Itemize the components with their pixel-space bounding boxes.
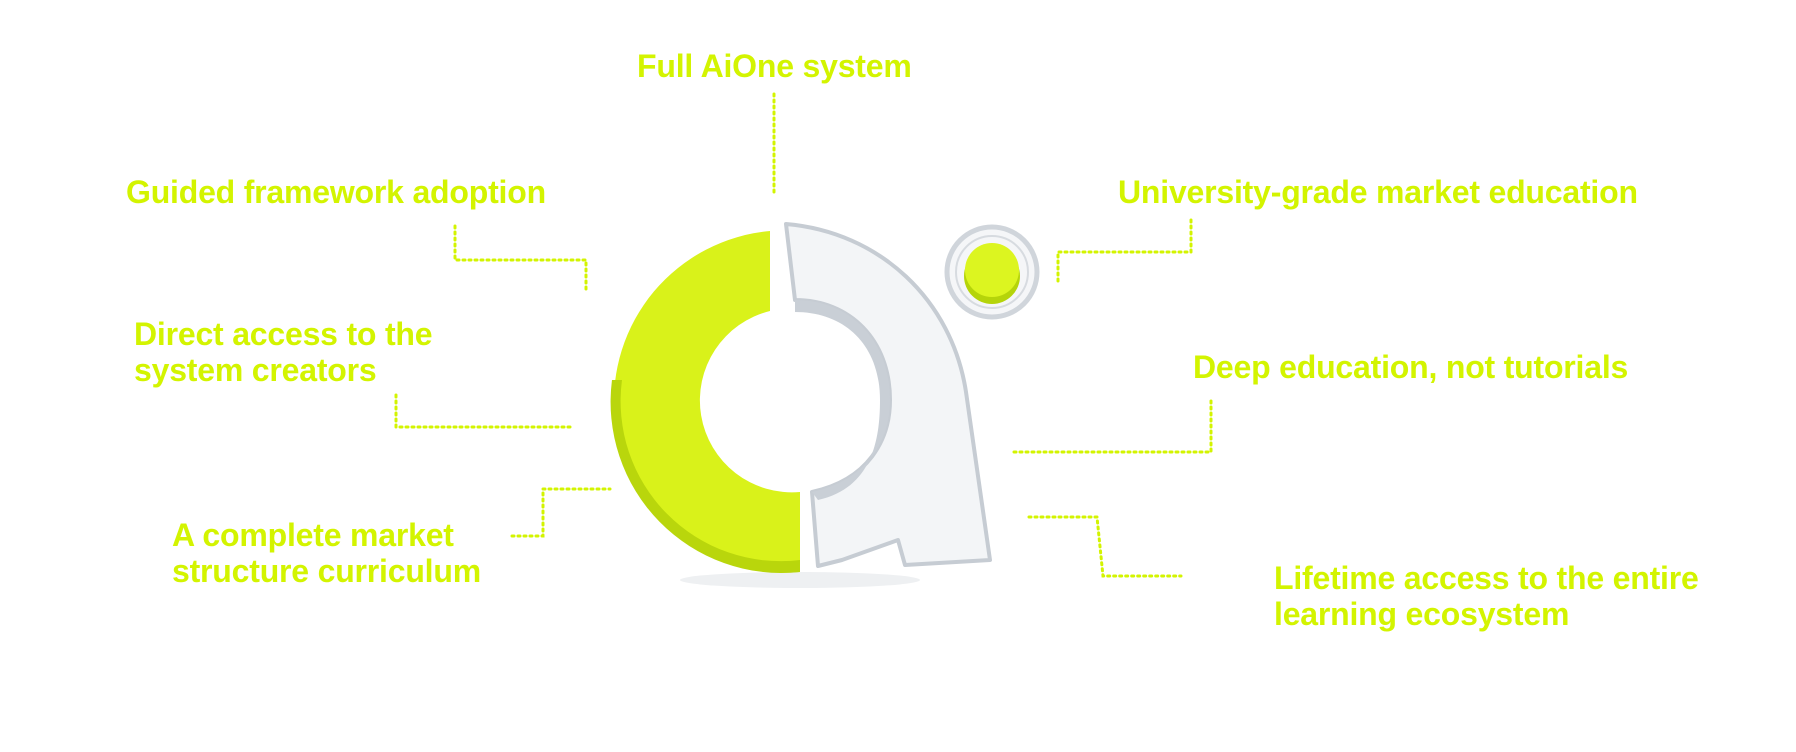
label-direct-access: Direct access to the system creators bbox=[134, 316, 433, 388]
label-curriculum: A complete market structure curriculum bbox=[172, 517, 481, 589]
label-curriculum-line2: structure curriculum bbox=[172, 553, 481, 589]
label-lifetime-line2: learning ecosystem bbox=[1274, 596, 1570, 632]
label-direct-line2: system creators bbox=[134, 352, 377, 388]
logo-dot bbox=[965, 243, 1019, 297]
connector-guided bbox=[453, 224, 588, 291]
logo-yellow-arc bbox=[613, 231, 800, 573]
connector-curriculum bbox=[510, 487, 612, 538]
label-university-education: University-grade market education bbox=[1118, 174, 1638, 210]
logo-icon bbox=[610, 222, 1040, 588]
label-curriculum-line1: A complete market bbox=[172, 517, 454, 553]
connector-lifetime bbox=[1027, 515, 1183, 578]
label-deep-education: Deep education, not tutorials bbox=[1193, 349, 1629, 385]
label-direct-line1: Direct access to the bbox=[134, 316, 433, 352]
connector-university bbox=[1056, 218, 1193, 284]
label-guided-framework: Guided framework adoption bbox=[126, 174, 546, 210]
connector-deep bbox=[1012, 399, 1213, 454]
label-full-system: Full AiOne system bbox=[637, 48, 912, 84]
connector-direct bbox=[394, 393, 574, 429]
label-lifetime-access: Lifetime access to the entire learning e… bbox=[1274, 560, 1699, 632]
label-lifetime-line1: Lifetime access to the entire bbox=[1274, 560, 1699, 596]
